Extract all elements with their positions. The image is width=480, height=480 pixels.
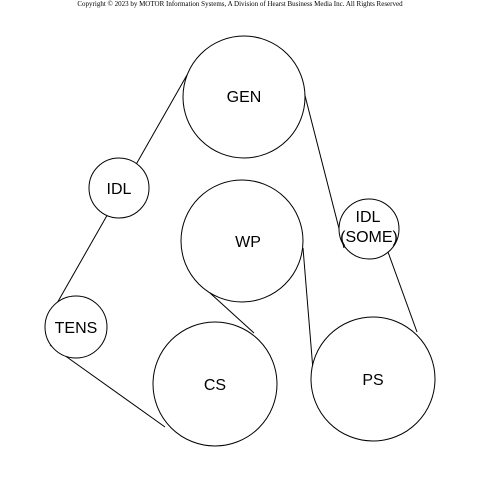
pulley-tens-label: TENS	[55, 320, 98, 337]
belt-idl-right-to-ps	[387, 251, 418, 333]
pulley-idl-left: IDL	[88, 157, 150, 219]
pulley-idl-left-label: IDL	[107, 181, 132, 198]
pulley-tens: TENS	[44, 295, 108, 359]
pulley-wp: WP	[180, 179, 304, 303]
pulley-idl-right: IDL (SOME)	[338, 198, 400, 260]
copyright-notice: Copyright © 2023 by MOTOR Information Sy…	[77, 0, 403, 8]
pulley-wp-label: WP	[235, 234, 261, 251]
pulley-ps: PS	[310, 316, 436, 442]
pulley-ps-label: PS	[362, 372, 383, 389]
belt-wp-to-cs	[209, 292, 255, 334]
belt-tens-to-cs	[49, 344, 166, 428]
pulley-gen: GEN	[182, 35, 306, 159]
pulley-idl-right-label-line1: IDL	[356, 209, 381, 226]
pulley-idl-right-label-line2: (SOME)	[340, 229, 398, 246]
belt-gen-to-idl-right	[300, 79, 345, 249]
pulley-cs-label: CS	[204, 377, 226, 394]
pulley-cs: CS	[152, 321, 278, 447]
pulley-gen-label: GEN	[227, 89, 262, 106]
belt-wp-to-ps	[302, 247, 314, 371]
